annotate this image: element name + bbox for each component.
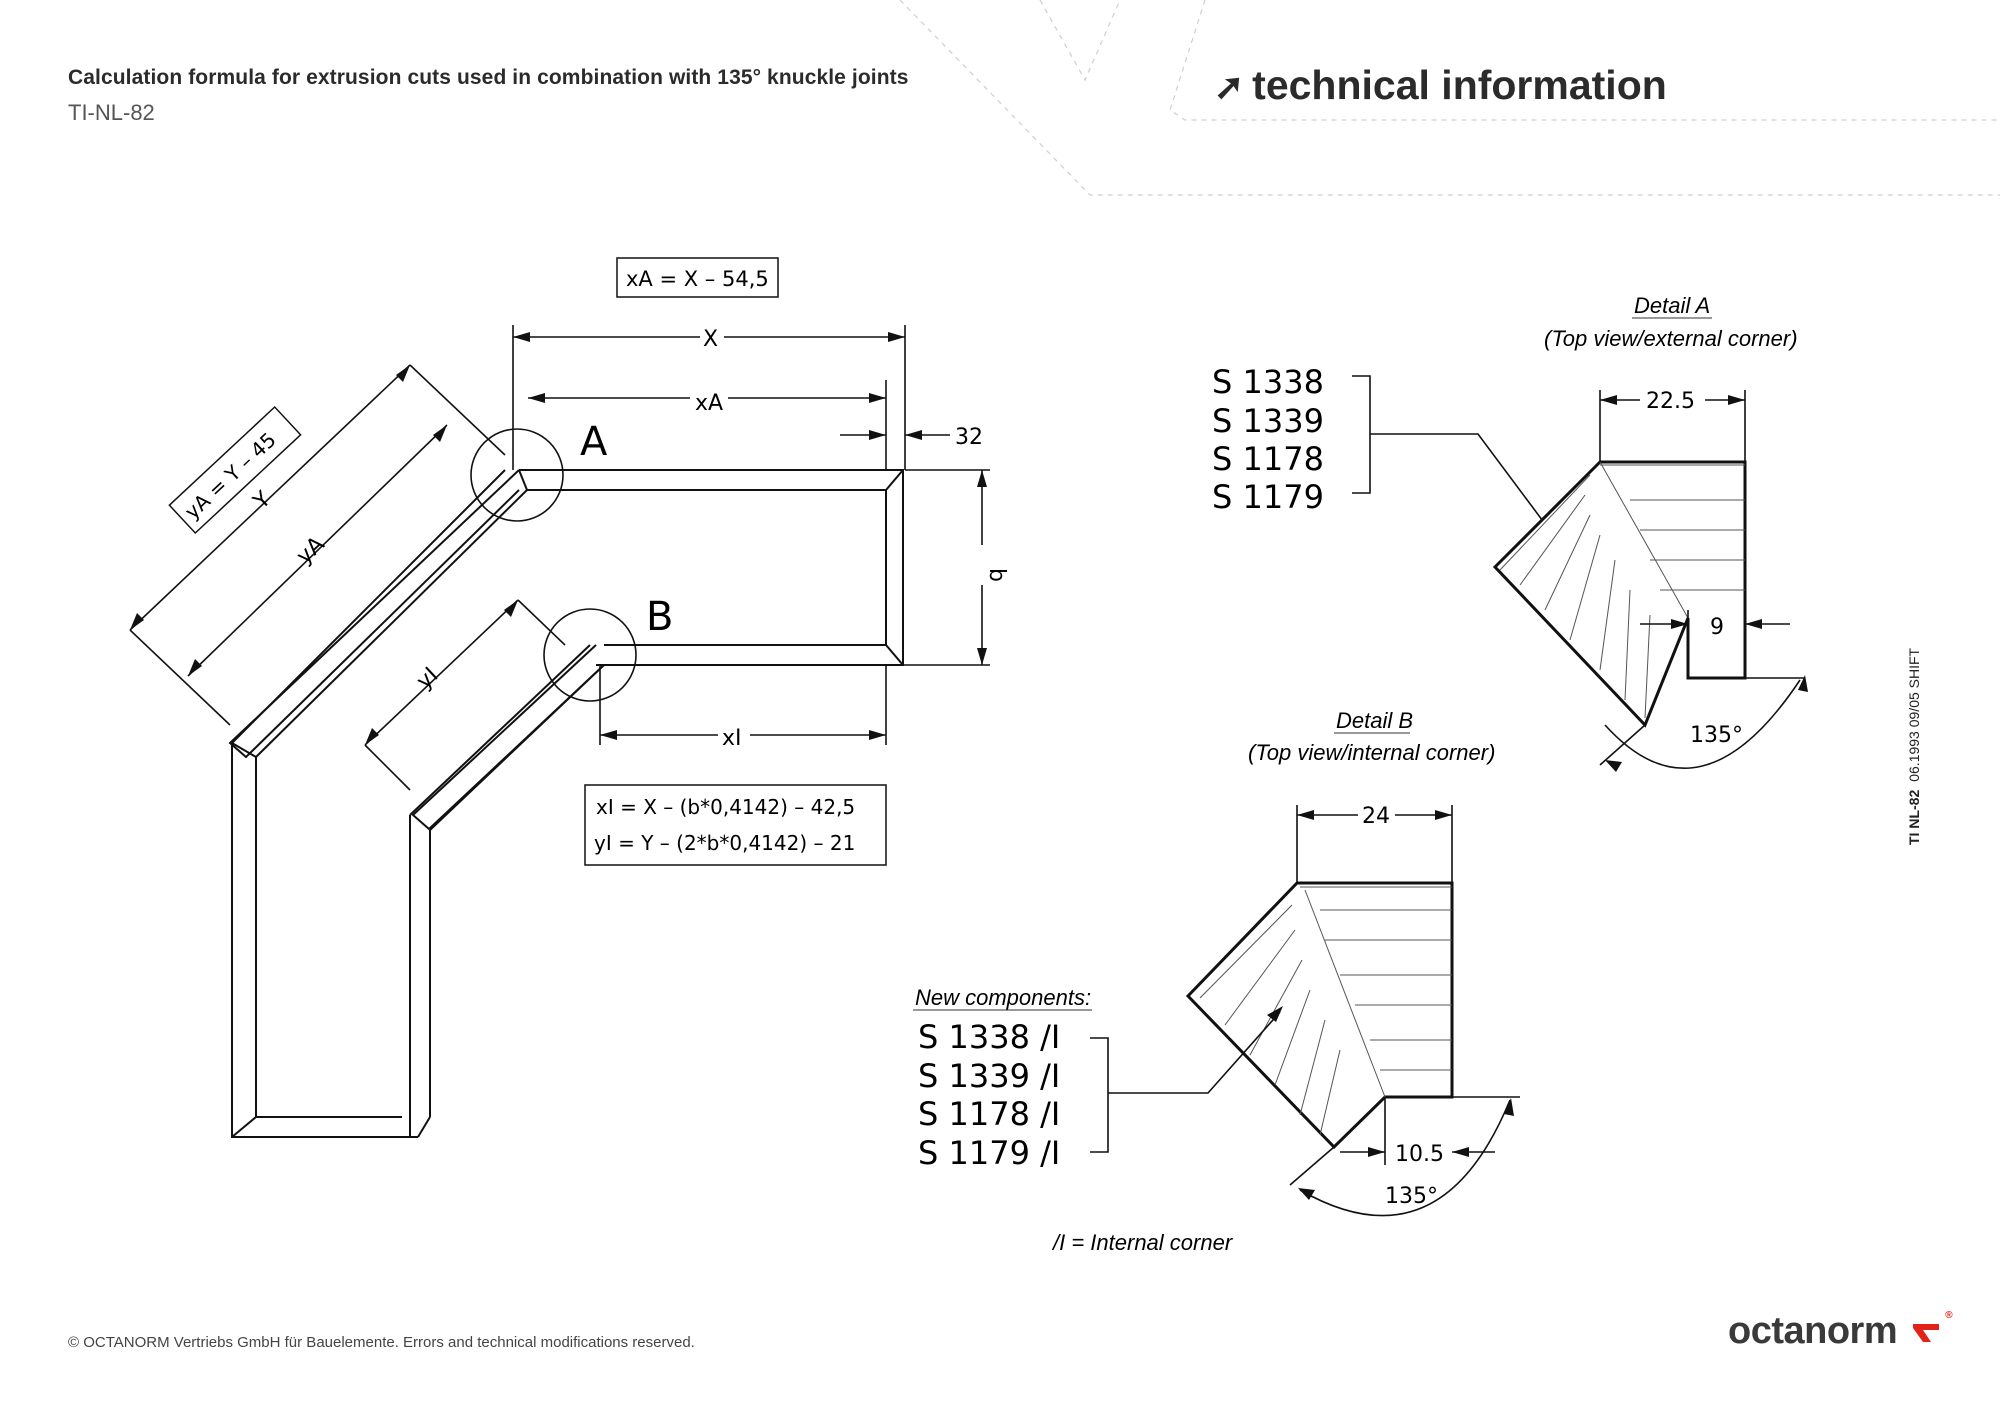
detail-b-part-1: S 1338 /I bbox=[918, 1018, 1060, 1056]
logo-mark-icon bbox=[1913, 1323, 1940, 1342]
arrow-icon: ➚ bbox=[1214, 66, 1245, 107]
detail-b-circle bbox=[543, 608, 637, 702]
document-code: TI-NL-82 bbox=[68, 100, 155, 125]
detail-b-title: Detail B bbox=[1336, 708, 1413, 733]
detail-a-dimensions bbox=[1599, 390, 1805, 770]
detail-a-part-3: S 1178 bbox=[1212, 440, 1324, 478]
octanorm-logo: octanorm ® bbox=[1728, 1310, 1953, 1353]
detail-b-angle: 135° bbox=[1385, 1184, 1438, 1209]
detail-b-part-4: S 1179 /I bbox=[918, 1134, 1060, 1172]
arrowheads-main bbox=[130, 332, 987, 745]
formula-yi-text: yI = Y – (2*b*0,4142) – 21 bbox=[594, 831, 855, 855]
label-a: A bbox=[580, 419, 608, 465]
detail-a-title: Detail A bbox=[1634, 293, 1710, 318]
formula-xi-text: xI = X – (b*0,4142) – 42,5 bbox=[596, 795, 855, 819]
dim-xa: xA bbox=[695, 391, 723, 416]
formula-xa-text: xA = X – 54,5 bbox=[626, 267, 769, 291]
dim-yi: yI bbox=[412, 663, 443, 695]
frame-outline bbox=[228, 469, 904, 1138]
detail-a-part-2: S 1339 bbox=[1212, 402, 1324, 440]
detail-b-dimensions bbox=[1090, 805, 1520, 1217]
dim-ya: yA bbox=[292, 532, 330, 569]
formula-xa-box: xA = X – 54,5 bbox=[616, 257, 779, 298]
detail-b-part-3: S 1178 /I bbox=[918, 1095, 1060, 1133]
dim-32: 32 bbox=[955, 425, 983, 450]
detail-b-profile bbox=[1185, 881, 1454, 1150]
detail-a-bracket bbox=[1352, 375, 1564, 549]
detail-a-angle: 135° bbox=[1690, 723, 1743, 748]
dim-x: X bbox=[703, 327, 718, 352]
new-components-label: New components: bbox=[915, 985, 1091, 1010]
detail-a-dim-small: 9 bbox=[1710, 615, 1724, 640]
detail-b-subtitle: (Top view/internal corner) bbox=[1248, 740, 1495, 765]
detail-b-dim-small: 10.5 bbox=[1395, 1142, 1444, 1167]
detail-a-arrowheads bbox=[1600, 395, 1808, 772]
detail-a-circle bbox=[470, 428, 564, 522]
detail-b-arrowheads bbox=[1267, 810, 1514, 1200]
formula-ya-box: yA = Y – 45 bbox=[168, 405, 302, 535]
logo-registered-mark: ® bbox=[1945, 1310, 1953, 1321]
detail-b-dim-width: 24 bbox=[1362, 804, 1390, 829]
technical-information-text: technical information bbox=[1252, 62, 1667, 108]
dim-xi: xI bbox=[722, 726, 742, 751]
footer-copyright: © OCTANORM Vertriebs GmbH für Bauelement… bbox=[68, 1334, 695, 1351]
dim-y: Y bbox=[248, 487, 276, 516]
dimension-lines-main bbox=[129, 325, 990, 791]
detail-a-part-1: S 1338 bbox=[1212, 363, 1324, 401]
dim-b: b bbox=[984, 568, 1009, 582]
detail-a-part-list: S 1338 S 1339 S 1178 S 1179 bbox=[1212, 363, 1324, 516]
logo-text: octanorm bbox=[1728, 1310, 1898, 1352]
technical-information-label: ➚technical information bbox=[1214, 62, 1667, 109]
background-dashed-lines bbox=[899, 0, 2000, 196]
detail-b-part-2: S 1339 /I bbox=[918, 1057, 1060, 1095]
detail-a-subtitle: (Top view/external corner) bbox=[1544, 326, 1798, 351]
formula-xi-yi-box: xI = X – (b*0,4142) – 42,5 yI = Y – (2*b… bbox=[584, 784, 887, 866]
detail-b-part-list: S 1338 /I S 1339 /I S 1178 /I S 1179 /I bbox=[918, 1018, 1060, 1172]
detail-a-part-4: S 1179 bbox=[1212, 478, 1324, 516]
detail-a-profile bbox=[1492, 460, 1747, 728]
label-b: B bbox=[646, 594, 673, 640]
document-title: Calculation formula for extrusion cuts u… bbox=[68, 66, 909, 89]
detail-a-dim-width: 22.5 bbox=[1646, 389, 1695, 414]
internal-corner-legend: /I = Internal corner bbox=[1051, 1230, 1234, 1255]
